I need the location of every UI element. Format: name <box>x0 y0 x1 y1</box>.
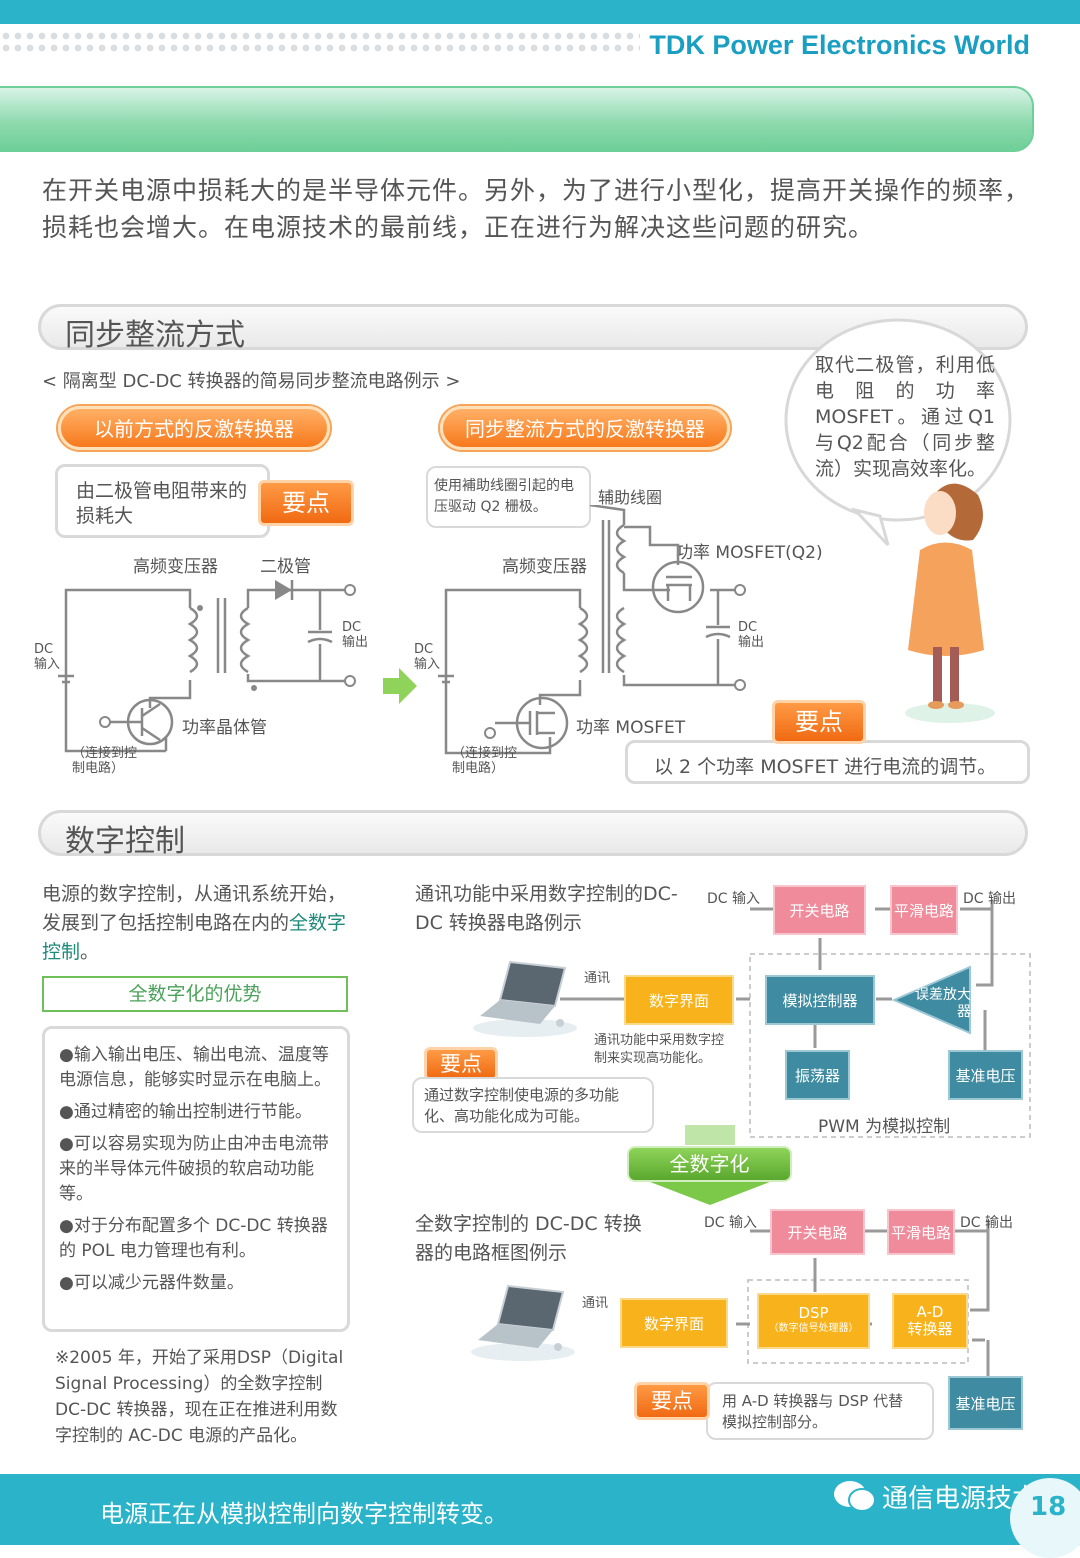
speech-bubble <box>784 318 1012 547</box>
advantage-item: ●输入输出电压、输出电流、温度等电源信息，能够实时显示在电脑上。 <box>59 1045 331 1090</box>
old-dc-out-label: DC 输出 <box>342 620 369 650</box>
new-transformer-label: 高频变压器 <box>502 557 587 577</box>
reference-voltage-block-2: 基准电压 <box>948 1376 1023 1430</box>
dc-out-label-2: DC 输出 <box>960 1215 1014 1231</box>
dc-out-label: DC 输出 <box>963 891 1017 907</box>
new-dc-out-label: DC 输出 <box>738 620 765 650</box>
laptop-icon-2 <box>471 1284 575 1361</box>
digital-interface-block: 数字界面 <box>624 975 734 1025</box>
advantage-item: ●可以容易实现为防止由冲击电流带来的半导体元件破损的软启动功能等。 <box>59 1134 329 1204</box>
intro-paragraph: 在开关电源中损耗大的是半导体元件。另外，为了进行小型化，提高开关操作的频率，损耗… <box>42 176 1031 242</box>
diagram2-title: 全数字控制的 DC-DC 转换器的电路框图例示 <box>415 1213 642 1264</box>
old-diode-label: 二极管 <box>260 557 311 577</box>
comm-label: 通讯 <box>584 971 611 986</box>
full-digitization-label: 全数字化 <box>627 1146 792 1182</box>
old-method-label: 以前方式的反激转换器 <box>58 406 330 450</box>
laptop-icon <box>473 960 577 1037</box>
green-banner <box>0 86 1034 152</box>
lead-text: 电源的数字控制，从通讯系统开始，发展到了包括控制电路在内的 <box>42 883 347 934</box>
section-heading-digital: 数字控制 <box>38 810 1028 859</box>
advantage-item: ●可以减少元器件数量。 <box>59 1273 244 1293</box>
wechat-icon <box>834 1481 876 1512</box>
footer-text: 电源正在从模拟控制向数字控制转变。 <box>100 1500 508 1528</box>
oscillator-block: 振荡器 <box>785 1050 850 1100</box>
point1-box: 通过数字控制使电源的多功能化、高功能化成为可能。 <box>412 1077 654 1133</box>
new-mosfet-label: 功率 MOSFET <box>576 718 686 738</box>
point-tag: 要点 <box>258 480 354 526</box>
section-title: 同步整流方式 <box>65 318 245 353</box>
new-point-tag: 要点 <box>772 700 866 744</box>
old-transistor-label: 功率晶体管 <box>182 718 267 738</box>
aux-note-box: 使用補助线圈引起的电压驱动 Q2 栅极。 <box>426 466 591 528</box>
advantage-item: ●通过精密的输出控制进行节能。 <box>59 1102 312 1122</box>
digital-interface-block-2: 数字界面 <box>620 1298 728 1348</box>
new-circuit-diagram <box>438 505 746 755</box>
new-point-box: 以 2 个功率 MOSFET 进行电流的调节。 <box>625 740 1030 784</box>
dsp-block: DSP （数字信号处理器） <box>757 1293 870 1349</box>
new-dc-in-label: DC 输入 <box>414 642 441 672</box>
bubble-text: 取代二极管，利用低电阻的功率MOSFET。通过Q1与Q2配合（同步整流）实现高效… <box>815 354 995 480</box>
woman-illustration <box>905 483 995 723</box>
analog-controller-block: 模拟控制器 <box>765 975 875 1025</box>
error-amp-label: 误差放大器 <box>915 987 971 1020</box>
switch-circuit-block-2: 开关电路 <box>770 1209 865 1255</box>
pwm-label: PWM 为模拟控制 <box>818 1117 951 1137</box>
q2-label: 功率 MOSFET(Q2) <box>676 543 823 563</box>
brand-title: TDK Power Electronics World <box>649 30 1030 60</box>
smooth-circuit-block: 平滑电路 <box>890 885 958 935</box>
new-control-label: （连接到控 制电路） <box>452 746 518 776</box>
footer-bar: 电源正在从模拟控制向数字控制转变。 <box>0 1474 1080 1545</box>
dot-pattern <box>0 30 640 54</box>
error-amp-shape <box>891 965 971 1035</box>
diagram1-title: 通讯功能中采用数字控制的DC-DC 转换器电路例示 <box>415 883 678 934</box>
old-point-box: 由二极管电阻带来的损耗大 <box>55 464 270 538</box>
switch-circuit-block: 开关电路 <box>773 885 866 935</box>
dsp-sub-label: （数字信号处理器） <box>768 1323 859 1334</box>
old-control-label: （连接到控 制电路） <box>72 746 138 776</box>
diagram1-wires <box>560 900 1031 1138</box>
top-bar <box>0 0 1080 24</box>
advantage-title: 全数字化的优势 <box>42 976 348 1012</box>
dc-in-label: DC 输入 <box>707 891 761 907</box>
point2-tag: 要点 <box>634 1382 710 1420</box>
old-circuit-diagram <box>58 580 356 753</box>
reference-voltage-block: 基准电压 <box>948 1050 1023 1100</box>
point1-tag: 要点 <box>424 1047 498 1081</box>
lead-end: 。 <box>80 941 100 963</box>
section-title: 数字控制 <box>65 824 185 859</box>
comm-note: 通讯功能中采用数字控制来实现高功能化。 <box>594 1033 725 1066</box>
advantage-item: ●对于分布配置多个 DC-DC 转换器的 POL 电力管理也有利。 <box>59 1216 328 1261</box>
down-arrow-icon <box>645 1125 775 1205</box>
footnote: ※2005 年，开始了采用DSP（Digital Signal Processi… <box>55 1348 344 1446</box>
point2-box: 用 A-D 转换器与 DSP 代替模拟控制部分。 <box>706 1382 934 1440</box>
new-method-label: 同步整流方式的反激转换器 <box>440 406 730 450</box>
digital-lead: 电源的数字控制，从通讯系统开始，发展到了包括控制电路在内的全数字控制。 <box>42 880 357 967</box>
old-transformer-label: 高频变压器 <box>133 557 218 577</box>
comm-label-2: 通讯 <box>582 1296 609 1311</box>
green-arrow-icon <box>383 668 417 704</box>
adc-block: A-D 转换器 <box>892 1293 968 1349</box>
smooth-circuit-block-2: 平滑电路 <box>887 1209 955 1255</box>
lead-highlight: 全数字控制 <box>42 912 347 963</box>
dsp-label: DSP <box>798 1304 829 1322</box>
diagram-subtitle: < 隔离型 DC-DC 转换器的简易同步整流电路例示 > <box>42 371 461 392</box>
old-dc-in-label: DC 输入 <box>34 642 61 672</box>
dc-in-label-2: DC 输入 <box>704 1215 758 1231</box>
advantages-box: ●输入输出电压、输出电流、温度等电源信息，能够实时显示在电脑上。 ●通过精密的输… <box>42 1026 350 1332</box>
aux-coil-label: 辅助线圈 <box>598 488 663 507</box>
page-number: 18 <box>1030 1492 1067 1522</box>
